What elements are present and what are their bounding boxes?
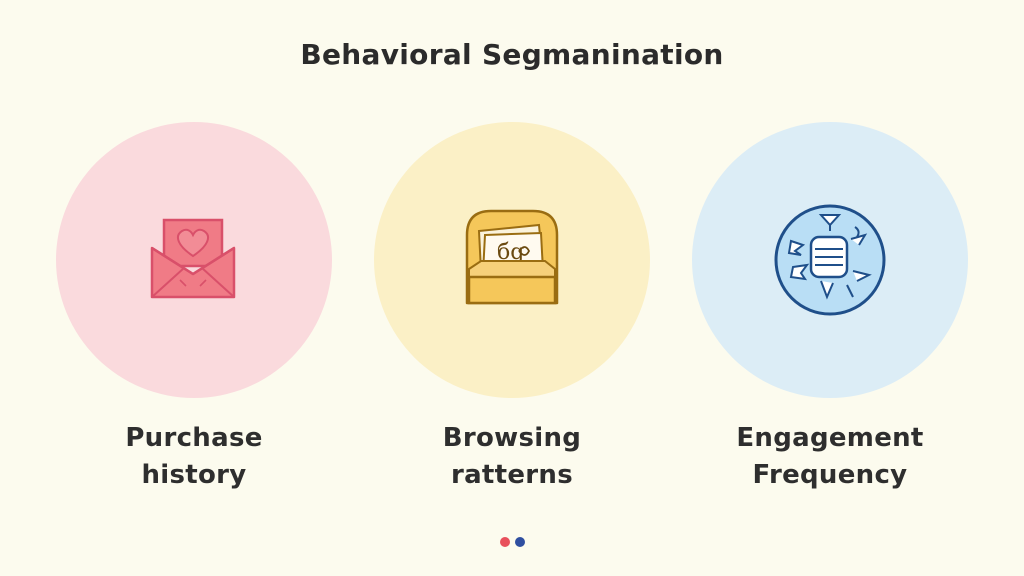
pagination-dots bbox=[0, 537, 1024, 547]
segment-purchase-history: Purchase history bbox=[56, 122, 332, 494]
engagement-globe-icon bbox=[774, 204, 886, 316]
segment-label: Engagement Frequency bbox=[692, 420, 968, 494]
segment-label-line: history bbox=[141, 460, 247, 490]
segment-label: Purchase history bbox=[56, 420, 332, 494]
segment-label-line: ratterns bbox=[450, 460, 574, 490]
segment-circle: бg bbox=[374, 122, 650, 398]
page-title: Behavioral Segmanination bbox=[300, 38, 724, 71]
pagination-dot[interactable] bbox=[514, 537, 525, 547]
browsing-folder-icon: бg bbox=[465, 209, 559, 305]
segment-engagement-frequency: Engagement Frequency bbox=[692, 122, 968, 494]
segment-label-line: Browsing bbox=[442, 423, 582, 453]
segment-label-line: Purchase bbox=[125, 423, 263, 453]
segment-browsing-patterns: бg Browsing ratterns bbox=[374, 122, 650, 494]
segment-label-line: Frequency bbox=[752, 460, 908, 490]
segment-circle bbox=[692, 122, 968, 398]
segment-label: Browsing ratterns bbox=[374, 420, 650, 494]
pagination-dot[interactable] bbox=[499, 537, 510, 547]
segment-circle bbox=[56, 122, 332, 398]
segment-label-line: Engagement bbox=[736, 423, 924, 453]
heart-envelope-icon bbox=[150, 218, 236, 299]
